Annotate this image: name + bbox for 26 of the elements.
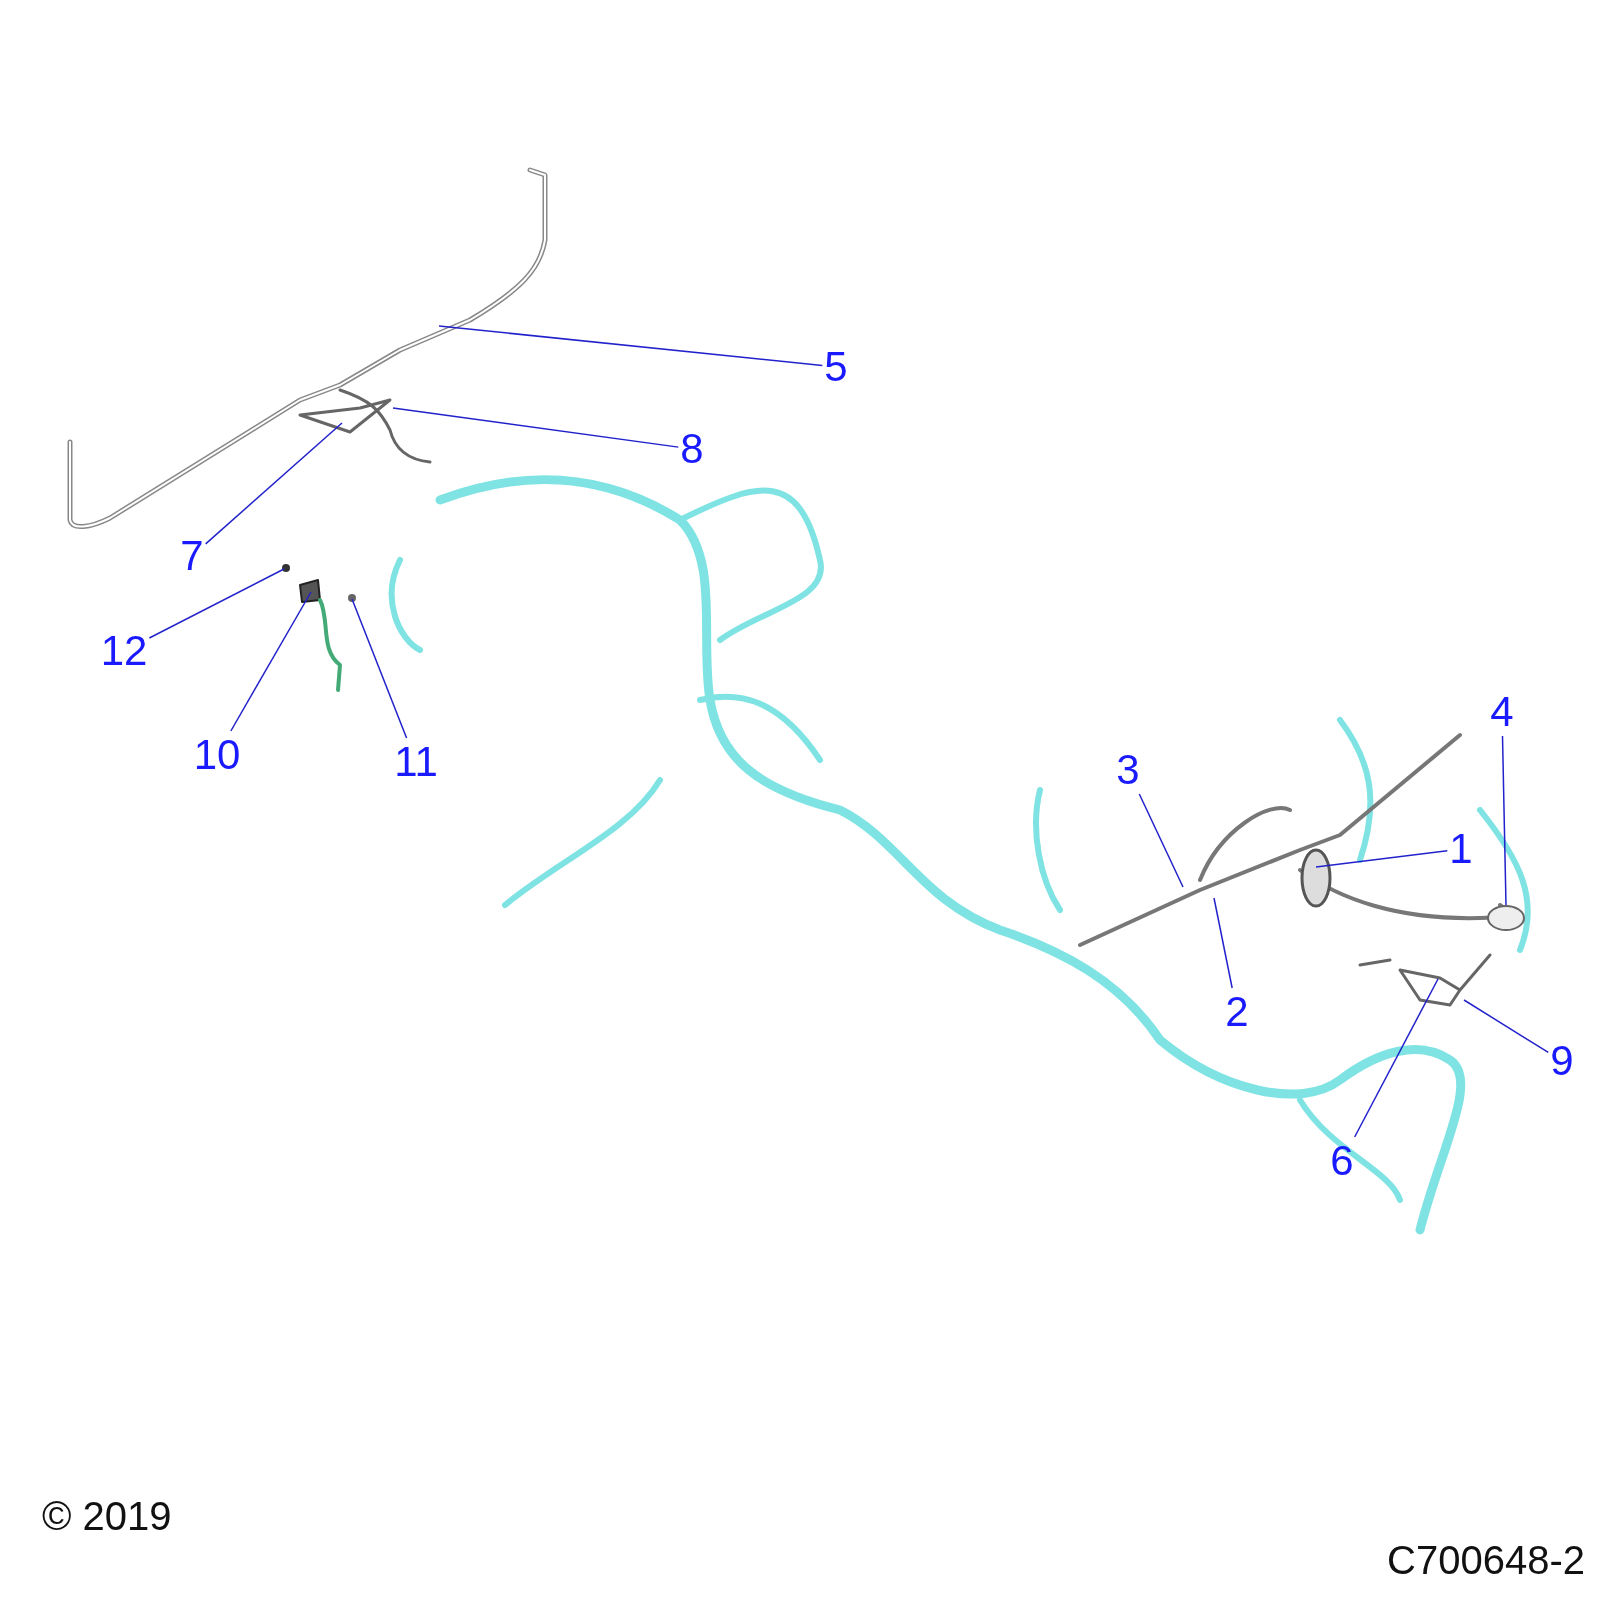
callout-number: 6 bbox=[1330, 1139, 1354, 1183]
callout-number: 12 bbox=[100, 629, 148, 673]
callout-number: 1 bbox=[1449, 827, 1473, 871]
callout-number: 7 bbox=[180, 534, 204, 578]
callout-number: 8 bbox=[680, 427, 704, 471]
leader-line bbox=[1353, 978, 1439, 1138]
leader-line bbox=[438, 325, 824, 367]
leader-line bbox=[392, 407, 680, 448]
callout-number: 5 bbox=[824, 345, 848, 389]
leader-line bbox=[1501, 735, 1507, 906]
drawing-number: C700648-2 bbox=[1387, 1538, 1585, 1582]
leader-line bbox=[148, 568, 285, 639]
leader-line bbox=[1463, 999, 1550, 1054]
leader-line bbox=[204, 422, 343, 545]
callout-number: 2 bbox=[1225, 990, 1249, 1034]
leader-line bbox=[1138, 793, 1184, 888]
callout-number: 9 bbox=[1550, 1039, 1574, 1083]
copyright-note: © 2019 bbox=[42, 1494, 172, 1538]
callout-number: 3 bbox=[1116, 748, 1140, 792]
callout-number: 4 bbox=[1490, 690, 1514, 734]
leader-line bbox=[351, 598, 408, 739]
leader-line bbox=[1213, 897, 1233, 989]
leader-line bbox=[230, 591, 312, 732]
callout-number: 11 bbox=[394, 740, 438, 784]
callout-number: 10 bbox=[193, 733, 241, 777]
leader-line bbox=[1315, 849, 1449, 868]
